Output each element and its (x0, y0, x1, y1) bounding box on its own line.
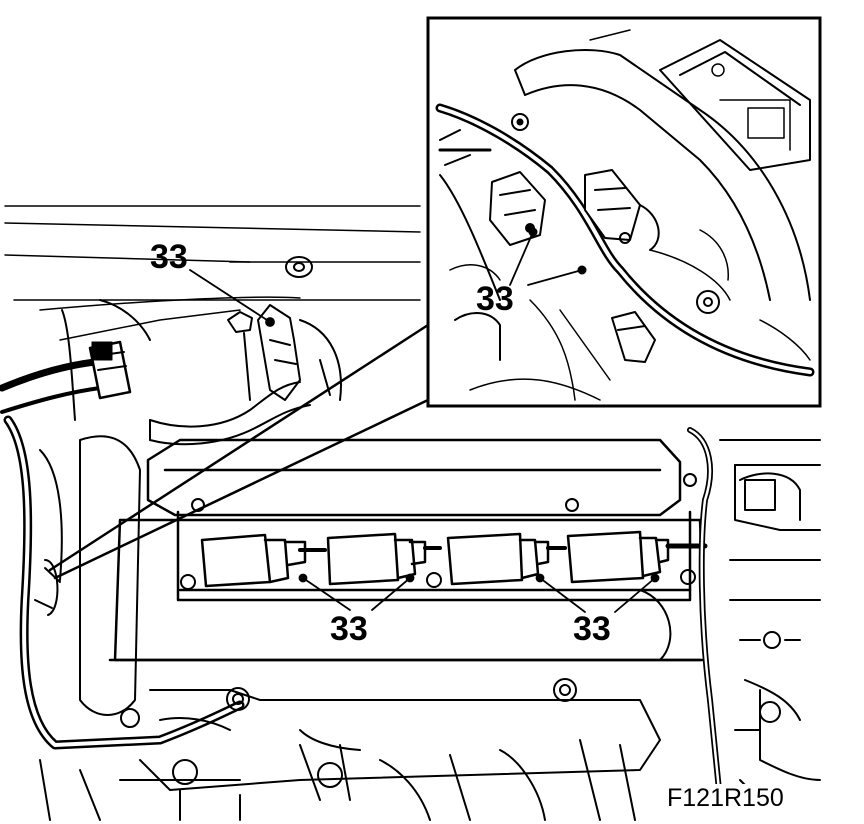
detail-inset (426, 16, 822, 408)
left-vertical-harness (3, 415, 245, 750)
figure-code-backdrop (664, 784, 806, 814)
callout-33-inset: 33 (476, 280, 514, 318)
cover-bolts (180, 473, 697, 711)
inset-connector-2 (584, 169, 660, 251)
ignition-coil-2 (326, 532, 442, 586)
ignition-coil-3 (446, 532, 567, 586)
callout-leaders (189, 269, 660, 613)
ignition-coil-4 (566, 530, 708, 584)
right-side-components (687, 427, 821, 803)
callout-33-bottom-right: 33 (573, 610, 611, 648)
figure-code: F121R150 (667, 784, 784, 812)
left-harness (0, 340, 132, 414)
callout-33-top-left: 33 (150, 238, 188, 276)
bolt-top (285, 256, 313, 278)
lower-manifold (39, 689, 661, 821)
upper-hose (149, 381, 311, 446)
engine-bay-drawing (0, 205, 821, 821)
detail-pointer-lines (34, 323, 430, 609)
left-hose (44, 299, 151, 716)
callout-33-bottom-left: 33 (330, 610, 368, 648)
inset-drawing (435, 29, 815, 401)
ignition-coil-1 (200, 533, 327, 588)
round-cap (609, 589, 672, 661)
ignition-coils (200, 530, 708, 588)
inset-connector-3 (611, 311, 656, 363)
bodywork-lines (4, 205, 421, 341)
